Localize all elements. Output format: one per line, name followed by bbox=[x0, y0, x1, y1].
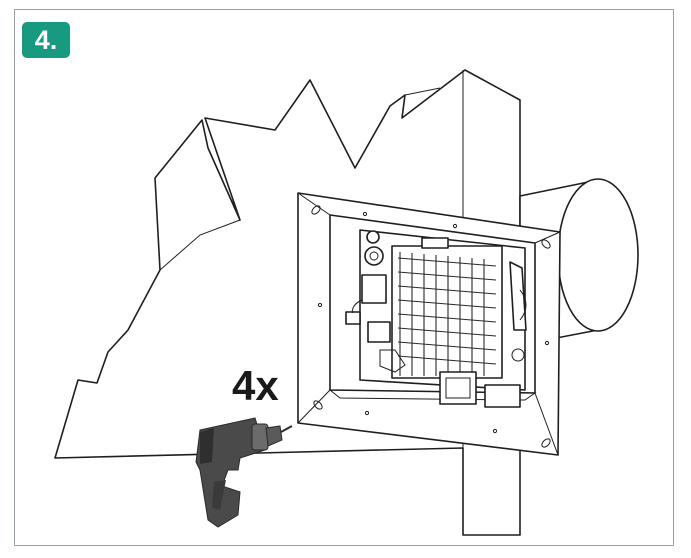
heater-unit bbox=[345, 229, 527, 408]
drill-icon bbox=[195, 417, 293, 528]
step-badge: 4. bbox=[22, 22, 70, 58]
transformer bbox=[439, 371, 477, 405]
screw-count-label: 4x bbox=[232, 362, 279, 409]
panel-border bbox=[14, 9, 674, 546]
heating-element bbox=[391, 245, 503, 379]
